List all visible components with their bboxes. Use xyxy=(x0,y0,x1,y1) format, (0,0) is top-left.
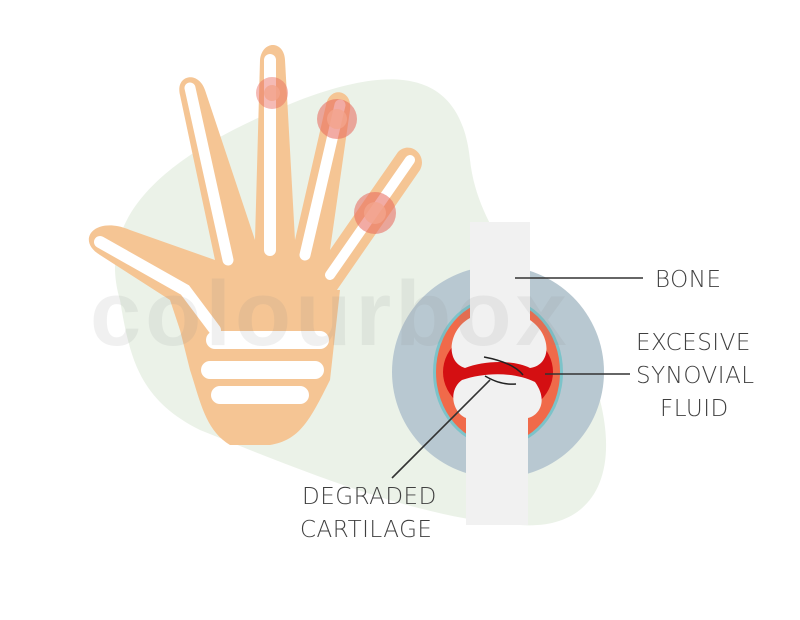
watermark: colourbox xyxy=(90,263,571,365)
bone-lower xyxy=(453,374,542,525)
label-fluid-line1: EXCESIVE xyxy=(636,330,751,356)
label-fluid-line2: SYNOVIAL xyxy=(636,363,755,389)
label-cartilage-line1: DEGRADED xyxy=(302,484,437,510)
label-bone: BONE xyxy=(655,267,722,293)
label-fluid-line3: FLUID xyxy=(660,396,729,422)
bone-upper xyxy=(451,222,547,368)
label-cartilage-line2: CARTILAGE xyxy=(300,517,433,543)
leader-lines xyxy=(391,277,643,479)
inflamed-joints xyxy=(256,77,396,234)
